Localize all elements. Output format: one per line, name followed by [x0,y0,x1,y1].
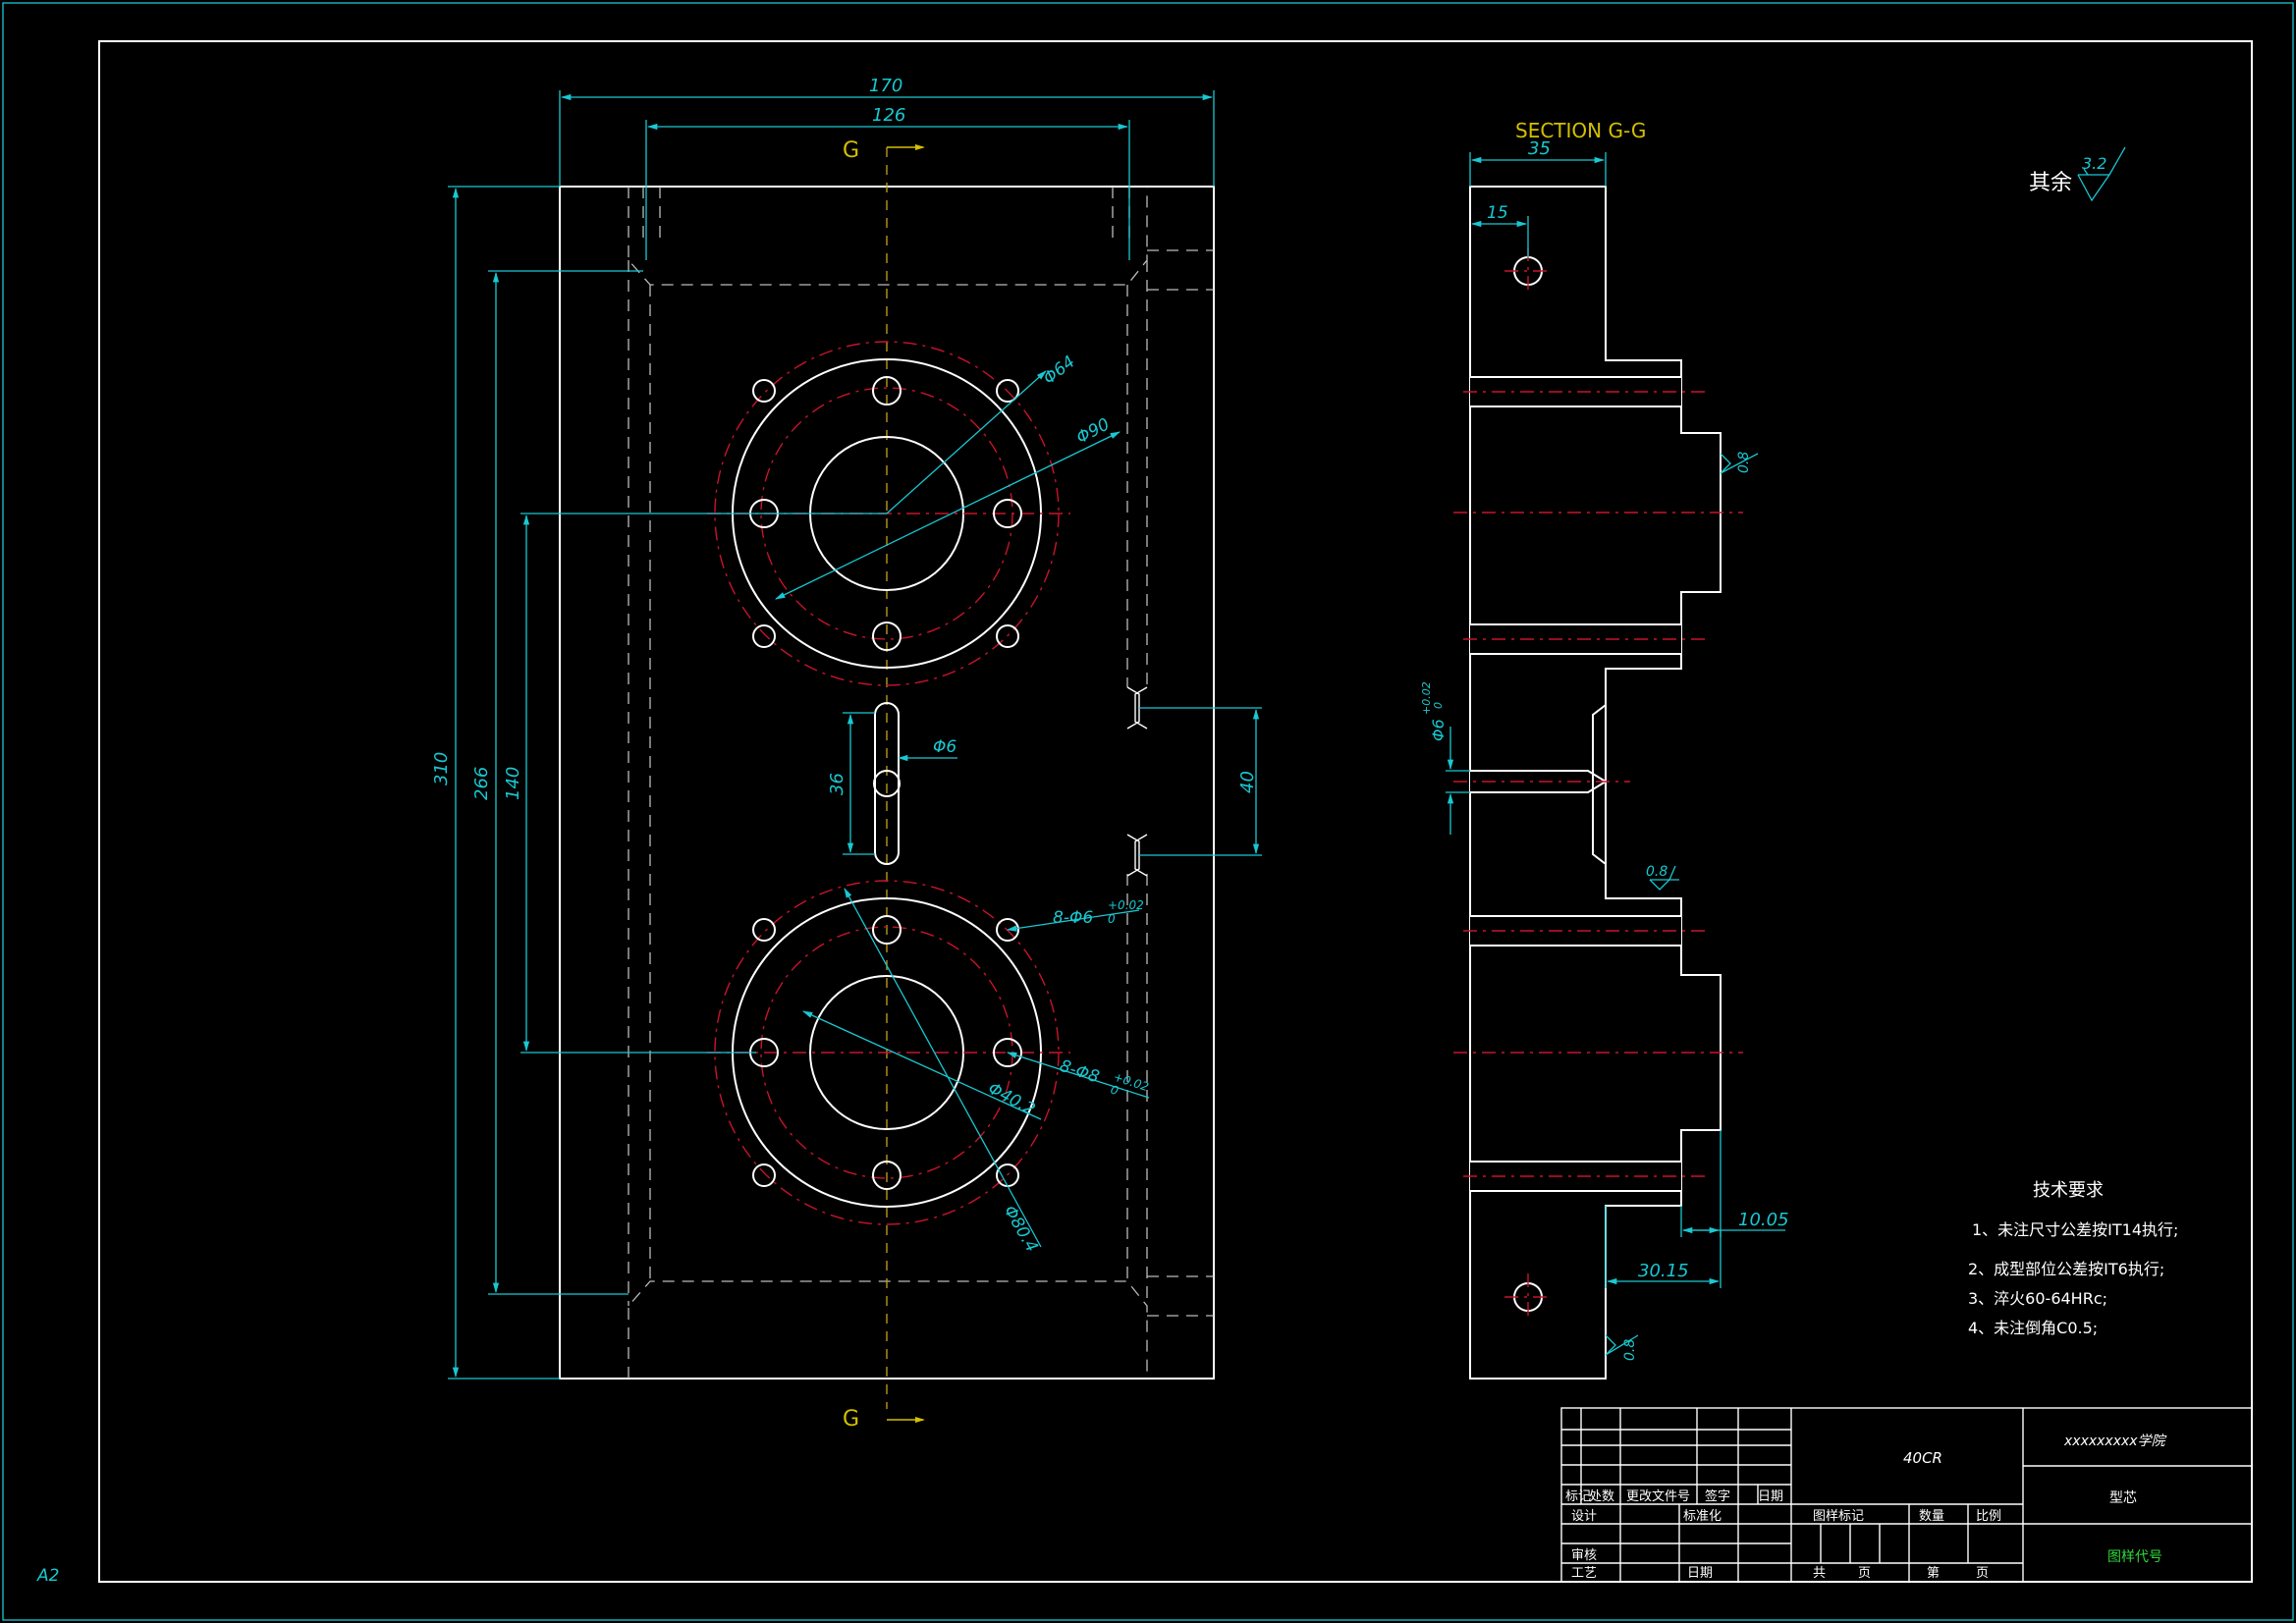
svg-text:0.8: 0.8 [1646,864,1667,880]
svg-text:0: 0 [1109,1083,1121,1099]
part-name: 型芯 [2109,1490,2137,1506]
note-1: 1、未注尺寸公差按IT14执行; [1972,1220,2178,1239]
svg-text:140: 140 [503,767,523,800]
svg-text:标准化: 标准化 [1683,1509,1722,1524]
svg-text:40: 40 [1237,771,1258,793]
svg-text:36: 36 [827,773,847,795]
notes-title: 技术要求 [2033,1180,2104,1201]
svg-text:Φ6: Φ6 [933,737,957,757]
svg-text:10.05: 10.05 [1738,1210,1789,1230]
svg-text:处数: 处数 [1589,1489,1614,1504]
svg-text:266: 266 [471,767,492,800]
sheet-size-label: A2 [36,1566,59,1586]
roughness-marks: 0.8 0.8 0.8 [1605,452,1759,1361]
section-mark-bottom: G [843,1407,859,1432]
front-dimensions: 170 126 310 266 140 36 40 [431,76,1262,1380]
svg-text:工艺: 工艺 [1571,1566,1597,1581]
section-mark-top: G [843,138,859,163]
svg-text:共: 共 [1813,1566,1826,1581]
svg-text:35: 35 [1528,138,1551,159]
svg-text:+0.02: +0.02 [1108,898,1144,912]
svg-text:0.8: 0.8 [1622,1339,1638,1361]
svg-text:比例: 比例 [1976,1509,2001,1524]
svg-text:310: 310 [431,752,452,785]
svg-text:0: 0 [1432,702,1445,709]
note-2: 2、成型部位公差按IT6执行; [1968,1260,2164,1278]
svg-text:Φ6: Φ6 [1429,719,1448,741]
svg-text:30.15: 30.15 [1638,1261,1689,1281]
svg-text:0: 0 [1108,912,1116,926]
drawing-number: 图样代号 [2107,1549,2162,1565]
svg-text:审核: 审核 [1571,1548,1597,1563]
note-4: 4、未注倒角C0.5; [1968,1319,2098,1337]
svg-text:8-Φ6: 8-Φ6 [1053,908,1093,928]
school-name: xxxxxxxxx学院 [2063,1434,2167,1449]
svg-text:数量: 数量 [1919,1509,1944,1524]
side-pin-holes [1126,686,1148,877]
section-title: SECTION G-G [1515,119,1646,142]
svg-text:图样标记: 图样标记 [1813,1509,1864,1524]
svg-text:日期: 日期 [1687,1566,1713,1581]
svg-text:第: 第 [1927,1566,1940,1581]
svg-text:日期: 日期 [1758,1489,1783,1504]
title-block: 标记 处数 更改文件号 签字 日期 设计 标准化 审核 工艺 日期 40CR 图… [1560,1407,2253,1583]
svg-text:Φ64: Φ64 [1040,352,1079,389]
svg-text:更改文件号: 更改文件号 [1626,1489,1690,1504]
svg-text:126: 126 [872,105,905,126]
svg-text:+0.02: +0.02 [1420,681,1433,715]
svg-text:其余: 其余 [2029,171,2072,195]
drawing-frame [98,40,2253,1583]
svg-text:页: 页 [1858,1566,1871,1581]
svg-text:Φ80.4: Φ80.4 [1000,1203,1042,1256]
svg-text:设计: 设计 [1571,1509,1597,1524]
svg-text:8-Φ8: 8-Φ8 [1057,1056,1101,1088]
svg-text:15: 15 [1487,203,1508,223]
svg-text:Φ40.2: Φ40.2 [985,1079,1039,1120]
svg-text:签字: 签字 [1705,1488,1730,1504]
front-view: G G 170 126 310 266 [431,76,1262,1432]
svg-text:3.2: 3.2 [2082,154,2106,173]
technical-notes: 技术要求 1、未注尺寸公差按IT14执行; 2、成型部位公差按IT6执行; 3、… [1968,1180,2178,1337]
svg-text:页: 页 [1976,1566,1989,1581]
svg-text:标记: 标记 [1565,1489,1591,1504]
section-view: SECTION G-G [1420,119,1789,1380]
section-dimensions: 35 15 10.05 30.15 Φ6 +0.02 0 [1420,138,1789,1288]
svg-text:Φ90: Φ90 [1073,414,1113,448]
note-3: 3、淬火60-64HRc; [1968,1289,2107,1308]
rest-roughness: 其余 3.2 [2029,146,2126,202]
svg-text:0.8: 0.8 [1736,452,1752,473]
svg-text:170: 170 [869,76,902,96]
material-label: 40CR [1903,1449,1942,1467]
